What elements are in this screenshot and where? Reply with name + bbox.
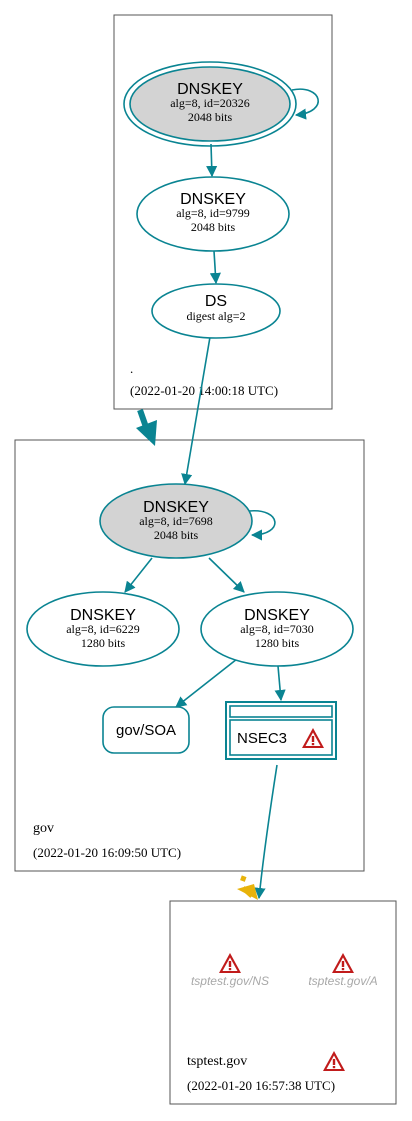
node-root-ksk-line1: alg=8, id=20326 [170,96,250,110]
node-gov-ds-title: DS [205,293,227,310]
edge-root-ksk-self [291,88,319,120]
edge-root-ksk-to-zsk [206,143,218,178]
node-gov-ksk-line2: 2048 bits [154,528,199,542]
zone-gov-timestamp: (2022-01-20 16:09:50 UTC) [33,845,181,860]
zone-root-timestamp: (2022-01-20 14:00:18 UTC) [130,383,278,398]
edge-gov-ksk-to-zsk2 [208,557,245,593]
node-root-zsk-title: DNSKEY [180,191,246,208]
node-root-zsk-line1: alg=8, id=9799 [176,206,250,220]
node-tsptest-ns: tsptest.gov/NS [191,953,269,988]
zone-tsptest: tsptest.gov (2022-01-20 16:57:38 UTC) [169,900,397,1105]
node-root-ksk-title: DNSKEY [177,81,243,98]
node-gov-zsk-6229-line1: alg=8, id=6229 [66,622,140,636]
edge-zsk2-to-soa [175,658,238,708]
node-gov-ds-line1: digest alg=2 [186,309,245,323]
node-gov-ds: DS digest alg=2 [151,283,281,339]
node-root-zsk-line2: 2048 bits [191,220,236,234]
edge-gov-ksk-to-zsk1 [124,557,153,593]
node-gov-soa-label: gov/SOA [116,722,176,739]
node-gov-zsk-7030-line2: 1280 bits [255,636,300,650]
delegation-arrow-root-gov [136,409,157,446]
node-gov-zsk-7030: DNSKEY alg=8, id=7030 1280 bits [200,591,354,667]
edge-gov-ksk-self [248,510,276,541]
node-tsptest-ns-label: tsptest.gov/NS [191,974,269,988]
node-gov-zsk-6229-title: DNSKEY [70,607,136,624]
zone-tsptest-box [169,900,397,1105]
zone-tsptest-timestamp: (2022-01-20 16:57:38 UTC) [187,1078,335,1093]
node-root-zsk: DNSKEY alg=8, id=9799 2048 bits [136,176,290,252]
node-tsptest-a: tsptest.gov/A [308,953,378,988]
delegation-arrow-gov-tsptest [237,875,258,900]
node-nsec3-label: NSEC3 [237,730,287,747]
edge-ds-to-gov-ksk [181,336,211,486]
edge-zsk2-to-nsec3 [274,665,286,702]
node-gov-soa: gov/SOA [102,706,190,754]
node-gov-ksk-line1: alg=8, id=7698 [139,514,213,528]
node-gov-zsk-7030-title: DNSKEY [244,607,310,624]
node-root-ksk: DNSKEY alg=8, id=20326 2048 bits [123,61,297,147]
zone-gov-name: gov [33,821,54,836]
edge-nsec3-to-tsptest [254,764,278,900]
node-gov-zsk-6229: DNSKEY alg=8, id=6229 1280 bits [26,591,180,667]
node-nsec3: NSEC3 [225,701,337,760]
edges [124,88,319,900]
edge-root-zsk-to-ds [209,250,221,285]
node-tsptest-a-label: tsptest.gov/A [308,974,377,988]
zone-root-name: . [130,361,133,376]
node-gov-ksk: DNSKEY alg=8, id=7698 2048 bits [99,483,253,559]
node-root-ksk-line2: 2048 bits [188,110,233,124]
node-gov-zsk-7030-line1: alg=8, id=7030 [240,622,314,636]
node-gov-zsk-6229-line2: 1280 bits [81,636,126,650]
node-gov-ksk-title: DNSKEY [143,499,209,516]
zone-tsptest-name: tsptest.gov [187,1054,247,1069]
